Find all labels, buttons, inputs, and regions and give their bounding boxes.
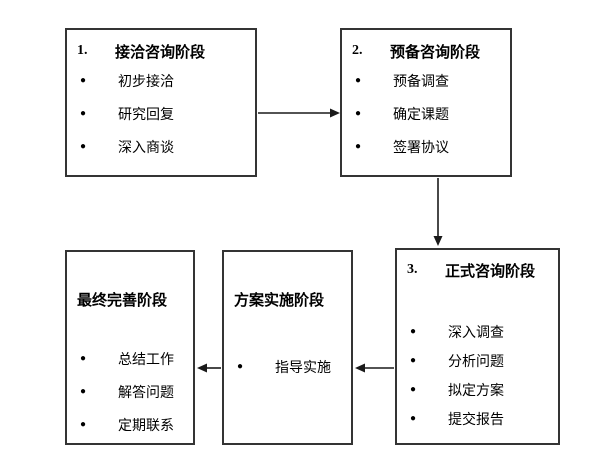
list-item-label: 深入调查 [448,324,504,340]
bullet-icon: ● [80,386,87,397]
arrow-stage4-to-stage5 [197,363,221,373]
stage-4-title-row: 方案实施阶段 [234,288,347,310]
list-item: ● 拟定方案 [407,379,554,401]
list-item: ● 深入调查 [407,321,554,343]
list-item-label: 预备调查 [393,73,449,89]
list-item: ● 深入商谈 [77,136,251,158]
bullet-icon: ● [80,75,87,86]
list-item-label: 解答问题 [118,384,174,400]
stage-3-title-row: 3. 正式咨询阶段 [407,259,554,281]
stage-box-1: 1. 接洽咨询阶段 ● 初步接洽 ● 研究回复 ● 深入商谈 [65,28,257,177]
list-item: ● 解答问题 [77,381,189,403]
stage-1-title-row: 1. 接洽咨询阶段 [77,40,251,62]
stage-3-title: 正式咨询阶段 [445,262,536,280]
list-item-label: 深入商谈 [118,139,174,155]
bullet-icon: ● [410,384,417,395]
list-item: ● 定期联系 [77,414,189,436]
arrow-stage2-to-stage3 [433,178,443,246]
bullet-icon: ● [355,141,362,152]
list-item: ● 指导实施 [234,356,347,378]
bullet-icon: ● [355,75,362,86]
stage-2-number: 2. [352,43,363,58]
list-item: ● 初步接洽 [77,70,251,92]
stage-box-3: 3. 正式咨询阶段 ● 深入调查 ● 分析问题 ● 拟定方案 ● 提交报告 [395,248,560,445]
list-item-label: 总结工作 [118,351,174,367]
bullet-icon: ● [80,141,87,152]
stage-3-number: 3. [407,262,418,277]
stage-box-4: 方案实施阶段 ● 指导实施 [222,250,353,445]
stage-5-title-row: 最终完善阶段 [77,288,189,310]
list-item-label: 签署协议 [393,139,449,155]
list-item: ● 签署协议 [352,136,506,158]
list-item-label: 研究回复 [118,106,174,122]
list-item-label: 提交报告 [448,411,504,427]
stage-2-title-row: 2. 预备咨询阶段 [352,40,506,62]
stage-5-title: 最终完善阶段 [77,291,168,309]
list-item: ● 研究回复 [77,103,251,125]
list-item-label: 定期联系 [118,417,174,433]
stage-1-title: 接洽咨询阶段 [115,43,206,61]
bullet-icon: ● [410,413,417,424]
arrow-stage1-to-stage2 [258,108,340,118]
list-item-label: 指导实施 [275,359,331,375]
list-item: ● 预备调查 [352,70,506,92]
stage-box-5: 最终完善阶段 ● 总结工作 ● 解答问题 ● 定期联系 [65,250,195,445]
bullet-icon: ● [80,108,87,119]
stage-2-title: 预备咨询阶段 [390,43,481,61]
stage-1-number: 1. [77,43,88,58]
list-item: ● 总结工作 [77,348,189,370]
bullet-icon: ● [410,355,417,366]
list-item-label: 分析问题 [448,353,504,369]
list-item-label: 确定课题 [393,106,449,122]
bullet-icon: ● [355,108,362,119]
bullet-icon: ● [237,361,244,372]
stage-4-title: 方案实施阶段 [234,291,325,309]
stage-box-2: 2. 预备咨询阶段 ● 预备调查 ● 确定课题 ● 签署协议 [340,28,512,177]
bullet-icon: ● [80,419,87,430]
bullet-icon: ● [410,326,417,337]
list-item-label: 初步接洽 [118,73,174,89]
bullet-icon: ● [80,353,87,364]
list-item: ● 提交报告 [407,408,554,430]
list-item: ● 分析问题 [407,350,554,372]
list-item-label: 拟定方案 [448,382,504,398]
list-item: ● 确定课题 [352,103,506,125]
arrow-stage3-to-stage4 [355,363,394,373]
